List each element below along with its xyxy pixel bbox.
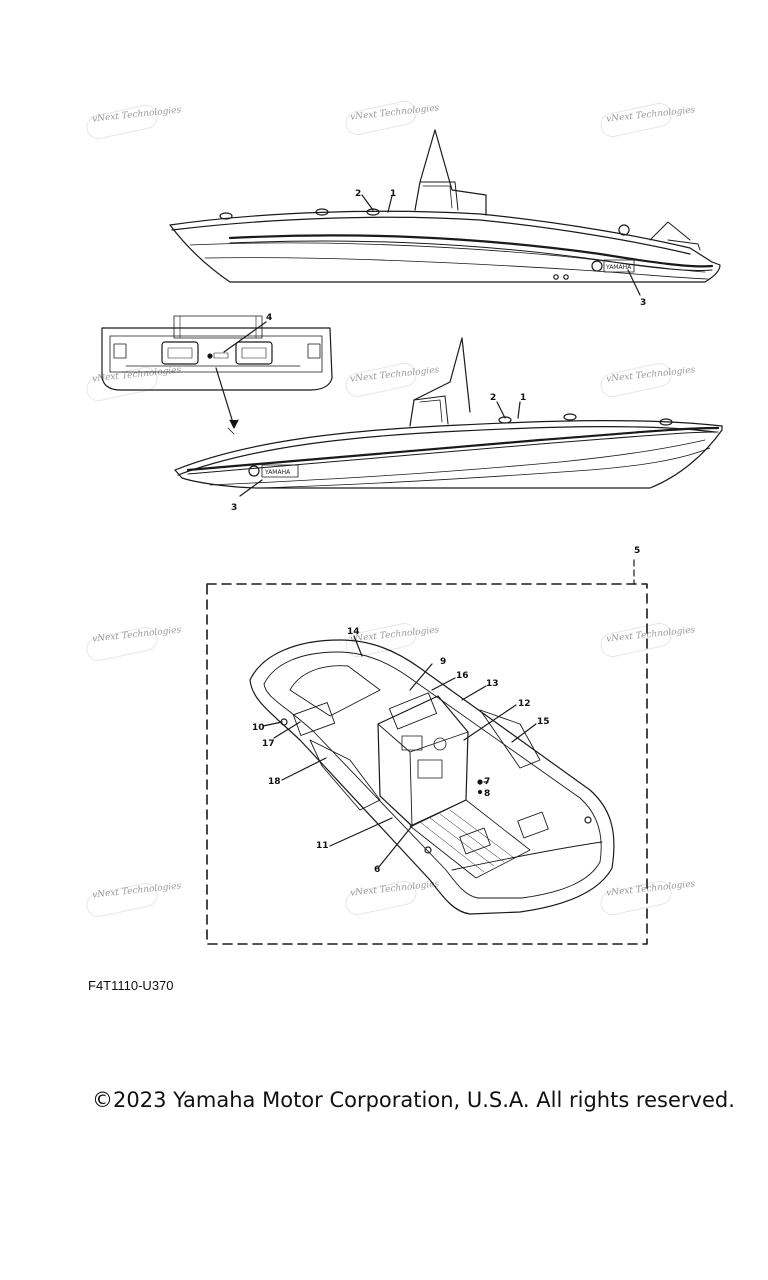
diagram-code: F4T1110-U370 <box>88 978 174 993</box>
callout-1: 1 <box>390 189 396 199</box>
callout-15: 15 <box>537 717 550 727</box>
callout-7: 7 <box>484 777 490 787</box>
callout-11: 11 <box>316 841 329 851</box>
decal-brand-text: YAMAHA <box>264 469 291 476</box>
kit-outline-box <box>206 559 648 945</box>
callout-2: 2 <box>490 393 496 403</box>
callout-9: 9 <box>440 657 446 667</box>
callout-labels: 2 1 3 4 2 1 3 5 14 9 16 13 12 15 10 17 1… <box>231 189 646 875</box>
windshield-frame <box>414 129 487 216</box>
callout-17: 17 <box>262 739 275 749</box>
boat-deck-iso-view <box>249 635 615 915</box>
callout-18: 18 <box>268 777 281 787</box>
callout-2: 2 <box>355 189 361 199</box>
transom-detail-view <box>101 315 333 429</box>
callout-12: 12 <box>518 699 531 709</box>
callout-6: 6 <box>374 865 380 875</box>
callout-16: 16 <box>456 671 469 681</box>
callout-3: 3 <box>231 503 237 513</box>
callout-5: 5 <box>634 546 640 556</box>
decal-brand-text: YAMAHA <box>605 264 632 271</box>
leader-transom-to-hull <box>215 367 235 427</box>
callout-3: 3 <box>640 298 646 308</box>
callout-8: 8 <box>484 789 490 799</box>
copyright-notice: ©2023 Yamaha Motor Corporation, U.S.A. A… <box>92 1088 735 1112</box>
boat-side-view-starboard: YAMAHA <box>169 129 721 296</box>
boat-side-view-port: YAMAHA <box>174 337 723 497</box>
callout-10: 10 <box>252 723 265 733</box>
callout-1: 1 <box>520 393 526 403</box>
callout-4: 4 <box>266 313 272 323</box>
callout-13: 13 <box>486 679 499 689</box>
callout-14: 14 <box>347 627 360 637</box>
